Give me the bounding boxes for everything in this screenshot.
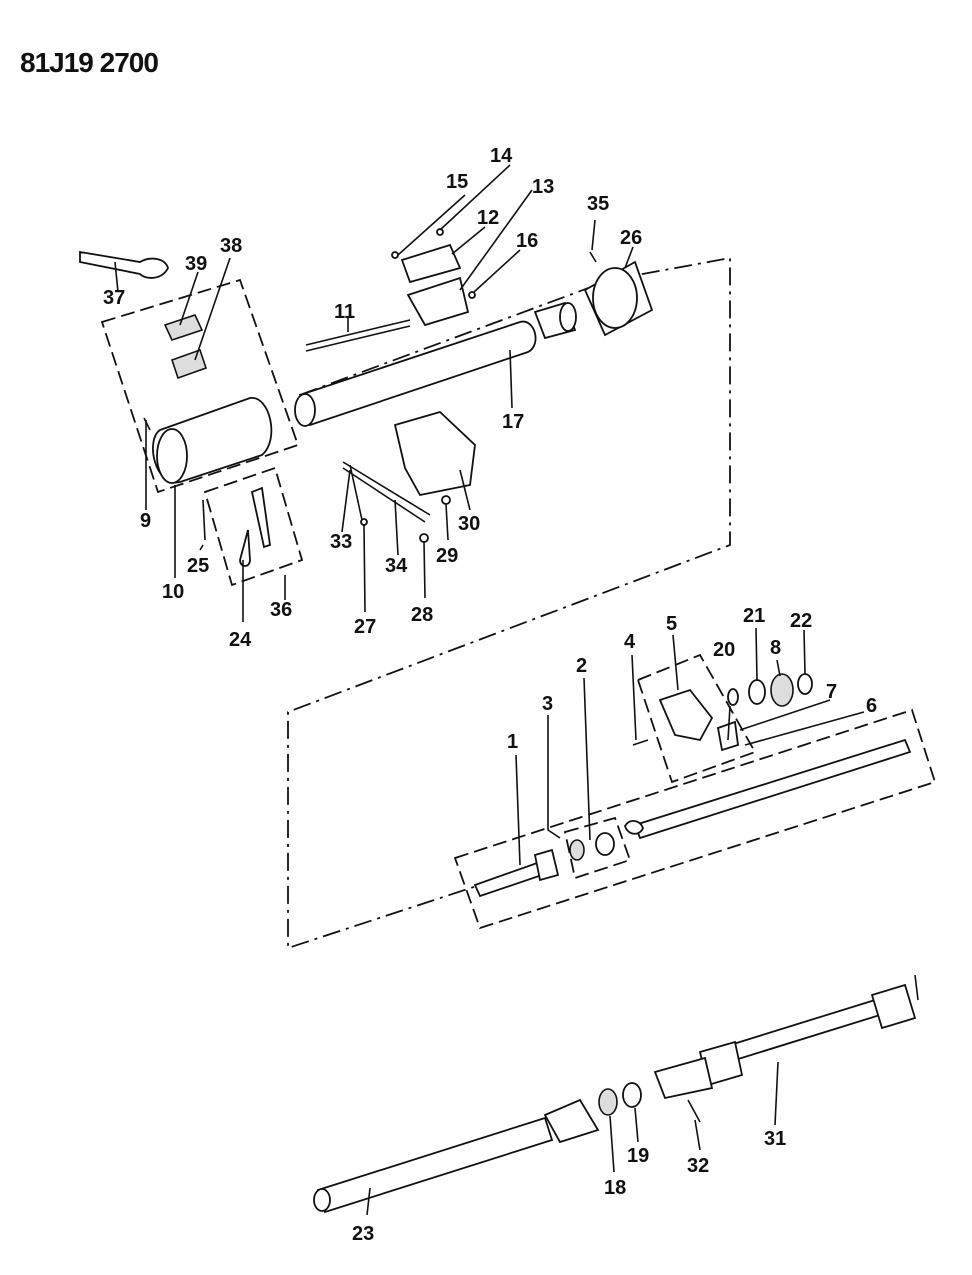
part-21-ring <box>748 679 766 705</box>
turn-signal-group-outline <box>100 278 300 494</box>
callout-30: 30 <box>458 513 480 535</box>
callout-20: 20 <box>713 639 735 661</box>
callout-7: 7 <box>826 681 837 703</box>
coupling-subgroup-outline <box>563 816 632 880</box>
callout-5: 5 <box>666 613 677 635</box>
callout-24: 24 <box>229 629 252 651</box>
part-6-shaft <box>624 738 912 840</box>
shaft-group-outline <box>453 708 937 930</box>
column-assembly-outline <box>287 256 731 950</box>
callout-11: 11 <box>334 301 355 323</box>
callout-22: 22 <box>790 610 812 632</box>
part-sleeve <box>533 301 577 340</box>
part-17-column-jacket <box>294 320 537 427</box>
part-15-screw <box>391 251 399 259</box>
callout-4: 4 <box>624 631 636 653</box>
part-38-switch <box>170 348 208 380</box>
part-4-screw <box>632 739 649 746</box>
leader-lines <box>114 164 865 1216</box>
callout-36: 36 <box>270 599 292 621</box>
part-26-flange <box>583 260 654 337</box>
part-22-washer <box>797 673 813 695</box>
part-2-coupling <box>569 832 615 861</box>
callout-28: 28 <box>411 604 433 626</box>
part-5-lock-housing <box>658 688 714 742</box>
callout-17: 17 <box>502 411 524 433</box>
part-19-seal <box>622 1082 642 1108</box>
part-20-ring <box>727 688 739 706</box>
part-11-rod <box>305 319 411 352</box>
part-10-turn-signal-cover <box>152 397 273 484</box>
diagram-code: 81J19 2700 <box>20 47 158 78</box>
part-29-nut <box>441 495 451 505</box>
callout-10: 10 <box>162 581 184 603</box>
callout-2: 2 <box>576 655 587 677</box>
part-8-plate <box>770 673 794 707</box>
callout-34: 34 <box>385 555 408 577</box>
callout-18: 18 <box>604 1177 626 1199</box>
part-13-lower-bracket <box>406 276 470 327</box>
callout-15: 15 <box>446 171 468 193</box>
part-35-screw <box>589 251 597 263</box>
lever-group-outline <box>203 466 304 587</box>
callout-14: 14 <box>490 145 513 167</box>
part-37-wrench <box>79 250 169 279</box>
callout-1: 1 <box>507 731 518 753</box>
callout-29: 29 <box>436 545 458 567</box>
callout-23: 23 <box>352 1223 374 1245</box>
callout-13: 13 <box>532 176 554 198</box>
part-18-bearing <box>598 1088 618 1116</box>
part-9-screw <box>143 417 151 431</box>
part-27-nut <box>360 518 368 526</box>
part-23-lower-tube <box>313 1098 600 1214</box>
part-34-link <box>342 461 431 523</box>
callout-3: 3 <box>542 693 553 715</box>
callout-33: 33 <box>330 531 352 553</box>
callout-12: 12 <box>477 207 499 229</box>
part-31-intermediate-shaft <box>653 983 917 1100</box>
callout-labels: 1 2 3 4 5 6 7 8 9 10 11 12 13 14 15 16 1… <box>103 145 877 1245</box>
callout-16: 16 <box>516 230 538 252</box>
callout-6: 6 <box>866 695 877 717</box>
callout-37: 37 <box>103 287 125 309</box>
part-32-bolt <box>687 1099 701 1123</box>
part-25-pin <box>202 499 206 541</box>
callout-27: 27 <box>354 616 376 638</box>
callout-32: 32 <box>687 1155 709 1177</box>
lock-housing-group-outline <box>636 653 757 784</box>
part-16-screw <box>468 291 476 299</box>
callout-35: 35 <box>587 193 609 215</box>
part-bolt-upper <box>914 974 919 1001</box>
callout-21: 21 <box>743 605 765 627</box>
callout-39: 39 <box>185 253 207 275</box>
part-28-nut <box>419 533 429 543</box>
callout-8: 8 <box>770 637 781 659</box>
callout-38: 38 <box>220 235 242 257</box>
callout-9: 9 <box>140 510 151 532</box>
callout-19: 19 <box>627 1145 649 1167</box>
part-24-lever <box>239 486 271 567</box>
callout-26: 26 <box>620 227 642 249</box>
part-1-lower-shaft <box>473 848 560 898</box>
part-12-bracket <box>400 243 462 284</box>
callout-31: 31 <box>764 1128 786 1150</box>
part-30-bracket <box>393 410 476 497</box>
part-39-switch <box>163 314 204 341</box>
callout-25: 25 <box>187 555 209 577</box>
